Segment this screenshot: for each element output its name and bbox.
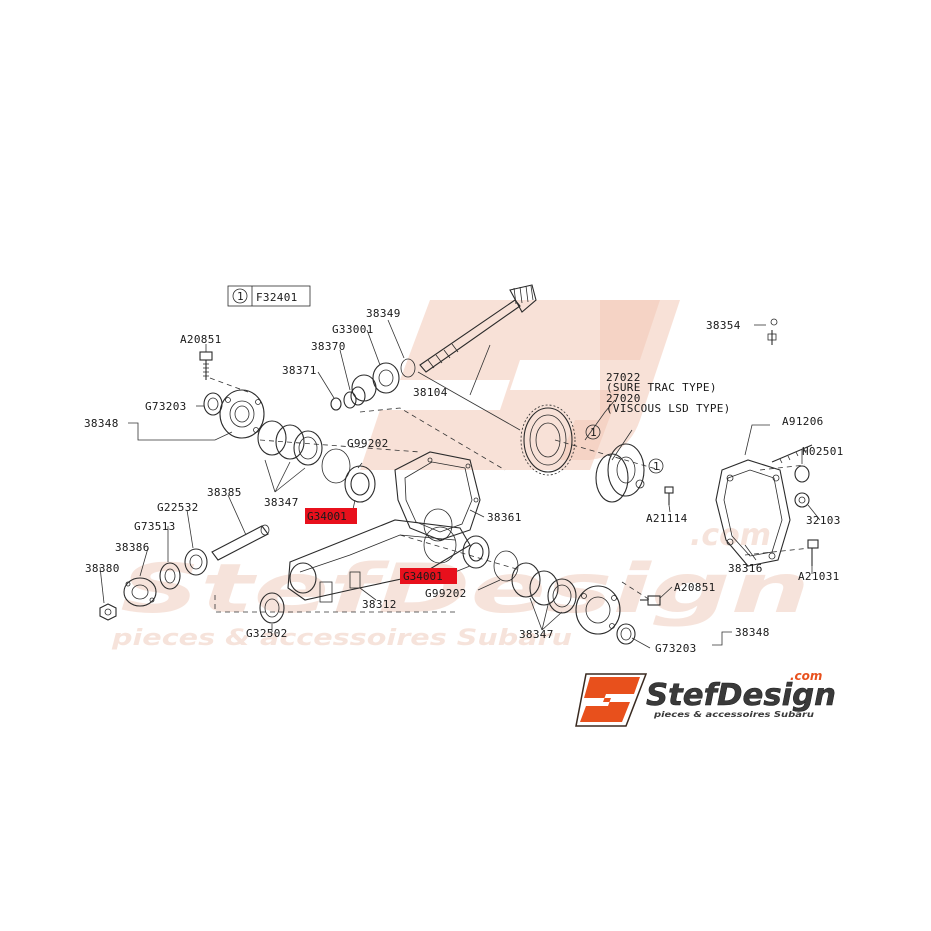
label-38380: 38380 — [85, 562, 120, 575]
part-a91206-stud — [771, 444, 813, 464]
callout-1b: 1 — [653, 460, 660, 473]
part-a21031-bolt — [807, 539, 819, 566]
label-38386: 38386 — [115, 541, 150, 554]
label-38385: 38385 — [207, 486, 242, 499]
label-g99202-top: G99202 — [347, 437, 389, 450]
part-g73513-bearing — [159, 562, 181, 590]
part-38347-shims-left — [257, 420, 323, 466]
label-38370: 38370 — [311, 340, 346, 353]
part-g99202-oring-left — [321, 448, 351, 484]
label-g34001-left: G34001 — [307, 510, 347, 523]
label-g22532: G22532 — [157, 501, 199, 514]
part-h02501-plug — [794, 465, 810, 483]
part-38348-side-retainer-right — [575, 585, 621, 635]
label-38348-left: 38348 — [84, 417, 119, 430]
part-38349-ring — [400, 358, 416, 378]
part-g34001-bearing-left — [344, 465, 376, 503]
brand-logo-name: StefDesign — [646, 678, 836, 713]
label-g99202-bottom: G99202 — [425, 587, 467, 600]
brand-logo-mark-outline — [575, 673, 648, 727]
part-g73203-seal-left — [203, 392, 223, 416]
part-38104-drive-pinion — [419, 284, 537, 373]
part-38385-spacer-tube — [211, 524, 270, 561]
label-h02501: H02501 — [802, 445, 844, 458]
part-32103-plug — [794, 492, 810, 508]
part-ring-gear — [520, 404, 576, 476]
brand-logo: StefDesign .com pieces & accessoires Sub… — [575, 669, 836, 727]
part-38312-rear-housing — [287, 519, 471, 603]
label-g32502: G32502 — [246, 627, 288, 640]
callout-1a: 1 — [590, 426, 597, 439]
label-viscous-lsd: (VISCOUS LSD TYPE) — [606, 402, 731, 415]
label-38361: 38361 — [487, 511, 522, 524]
part-g73203-seal-right — [616, 623, 636, 645]
label-38371: 38371 — [282, 364, 317, 377]
watermark-tagline: pieces & accessoires Subaru — [111, 626, 572, 651]
background-watermark: StefDesign pieces & accessoires Subaru .… — [111, 300, 810, 651]
leader-lines — [99, 319, 821, 649]
brand-logo-domain: .com — [790, 669, 822, 683]
highlight-g34001-left — [305, 508, 357, 524]
label-38349: 38349 — [366, 307, 401, 320]
highlight-g34001-right — [400, 568, 457, 584]
part-g22532-seal — [184, 548, 208, 576]
reference-code: F32401 — [256, 291, 298, 304]
part-a20851-bolt-top — [199, 351, 213, 380]
part-g34001-bearing-right — [462, 535, 490, 569]
watermark-brand: StefDesign — [120, 550, 810, 629]
label-38316: 38316 — [728, 562, 763, 575]
part-38348-side-retainer-left — [219, 389, 265, 439]
watermark-domain: .com — [690, 518, 771, 553]
label-a20851-bottom: A20851 — [674, 581, 716, 594]
label-38104: 38104 — [413, 386, 448, 399]
callout-circles: 1 1 — [585, 424, 664, 474]
part-38361-carrier-cover — [394, 451, 481, 542]
part-38371-nut — [330, 397, 342, 411]
label-g73513: G73513 — [134, 520, 176, 533]
part-labels: A20851 38348 G73203 38371 38370 G33001 3… — [84, 307, 844, 655]
part-38380-nut — [99, 603, 117, 621]
part-38370-collar — [343, 386, 366, 409]
label-g73203-right: G73203 — [655, 642, 697, 655]
label-g33001: G33001 — [332, 323, 374, 336]
part-38316-rear-cover — [715, 459, 791, 567]
label-a21114: A21114 — [646, 512, 688, 525]
part-38386-companion-flange — [123, 577, 157, 607]
label-38312: 38312 — [362, 598, 397, 611]
label-a20851-top: A20851 — [180, 333, 222, 346]
watermark-logo-mark-j — [560, 300, 680, 460]
label-27022: 27022 — [606, 371, 641, 384]
label-32103: 32103 — [806, 514, 841, 527]
part-a21114-bolt — [664, 486, 674, 505]
part-g32502-bearing — [259, 592, 285, 624]
part-g33001-bearing — [351, 362, 400, 402]
part-a20851-bolt-bottom — [640, 595, 661, 606]
label-a91206: A91206 — [782, 415, 824, 428]
label-sure-trac: (SURE TRAC TYPE) — [606, 381, 717, 394]
label-38348-right: 38348 — [735, 626, 770, 639]
label-a21031: A21031 — [798, 570, 840, 583]
label-g73203-left: G73203 — [145, 400, 187, 413]
reference-box: 1 F32401 — [227, 285, 311, 307]
label-38354: 38354 — [706, 319, 741, 332]
reference-circle-number: 1 — [237, 290, 244, 303]
label-27020: 27020 — [606, 392, 641, 405]
label-38347-right: 38347 — [519, 628, 554, 641]
brand-logo-mark — [580, 677, 640, 722]
part-38354-breather — [767, 318, 778, 345]
brand-logo-tagline: pieces & accessoires Subaru — [653, 710, 815, 719]
part-differential-case — [595, 443, 645, 503]
label-38347-left: 38347 — [264, 496, 299, 509]
part-38347-shims-right — [511, 562, 577, 614]
label-g34001-right: G34001 — [403, 570, 443, 583]
